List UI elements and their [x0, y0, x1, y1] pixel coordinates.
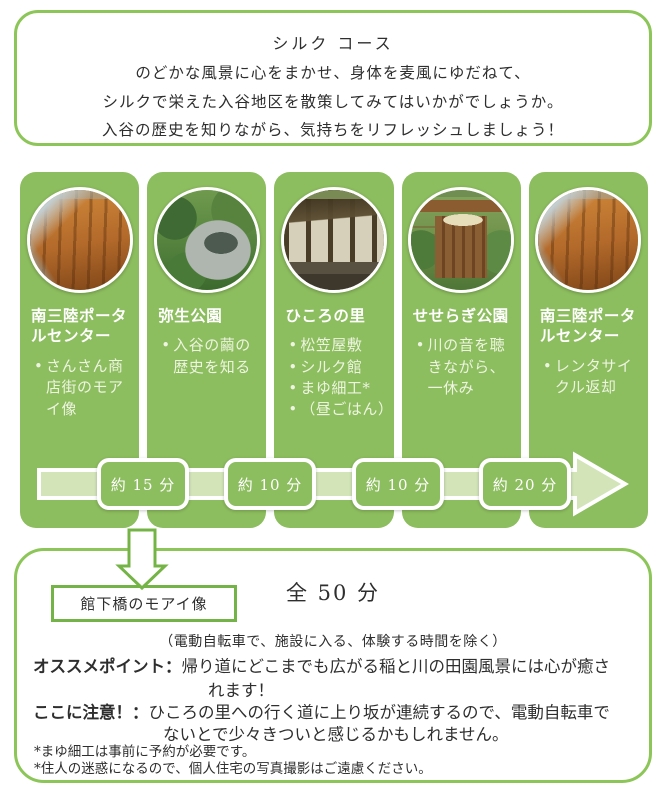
recommend-point-line1: オススメポイント：帰り道にどこまでも広がる稲と川の田園風景には心が癒さ — [33, 653, 610, 677]
stop-photo-frame — [281, 187, 387, 293]
stop-note: 入谷の繭の歴史を知る — [161, 335, 260, 378]
portal-center-photo — [538, 190, 639, 290]
stop-name: ひころの里 — [285, 306, 366, 325]
hikoro-no-sato-photo — [284, 190, 384, 290]
recommend-point-line2: れます！ — [208, 681, 274, 700]
stop-notes: レンタサイクル返却 — [543, 356, 642, 399]
recommend-point-label: オススメポイント： — [33, 657, 182, 676]
seseragi-park-photo — [411, 190, 512, 290]
yayoi-park-photo — [156, 190, 257, 290]
caution-line2: ないとで少々きついと感じるかもしれません。 — [163, 725, 509, 744]
detour-label-box: 館下橋のモアイ像 — [51, 585, 237, 622]
stop-photo-frame — [408, 187, 515, 293]
caution-label: ここに注意！： — [33, 703, 149, 722]
stop-photo-frame — [26, 187, 133, 293]
stop-notes: 松笠屋敷 シルク館 まゆ細工* （昼ごはん） — [288, 335, 393, 421]
summary-box: 全 50 分 （電動自転車で、施設に入る、体験する時間を除く） オススメポイント… — [14, 548, 652, 783]
stop-note: （昼ごはん） — [288, 399, 393, 421]
stop-name: 弥生公園 — [158, 306, 223, 325]
stop-note: 松笠屋敷 — [288, 335, 387, 357]
course-description-line: シルクで栄えた入谷地区を散策してみてはいかがでしょうか。 — [102, 92, 564, 111]
footnote: *住人の迷惑になるので、個人住宅の写真撮影はご遠慮ください。 — [34, 761, 432, 777]
stop-photo-frame — [153, 187, 260, 293]
stop-name: せせらぎ公園 — [412, 306, 509, 325]
stop-photo-frame — [535, 187, 642, 293]
travel-time-badge: 約 20 分 — [479, 458, 571, 510]
stop-notes: さんさん商店街のモアイ像 — [34, 356, 133, 420]
stop-note: シルク館 — [288, 357, 387, 379]
stop-notes: 入谷の繭の歴史を知る — [161, 335, 260, 378]
stop-note: さんさん商店街のモアイ像 — [34, 356, 133, 420]
course-description: のどかな風景に心をまかせ、身体を麦風にゆだねて、 シルクで栄えた入谷地区を散策し… — [17, 59, 649, 145]
stop-notes: 川の音を聴きながら、一休み — [416, 335, 515, 399]
caution-line1: ここに注意！：ひころの里への行く道に上り坂が連続するので、電動自転車で — [33, 699, 610, 723]
stop-name: 南三陸ポータルセンター — [31, 306, 128, 346]
course-description-line: 入谷の歴史を知りながら、気持ちをリフレッシュしましょう！ — [101, 121, 564, 139]
stop-name: 南三陸ポータルセンター — [539, 306, 636, 346]
stop-note: レンタサイクル返却 — [543, 356, 642, 399]
detour-label: 館下橋のモアイ像 — [80, 595, 208, 613]
course-description-line: のどかな風景に心をまかせ、身体を麦風にゆだねて、 — [135, 64, 531, 82]
stop-note: 川の音を聴きながら、一休み — [416, 335, 515, 399]
portal-center-photo — [29, 190, 130, 290]
recommend-point-text: 帰り道にどこまでも広がる稲と川の田園風景には心が癒さ — [181, 657, 611, 676]
time-exclusion-note: （電動自転車で、施設に入る、体験する時間を除く） — [159, 634, 507, 650]
stop-note: まゆ細工* — [288, 378, 387, 400]
travel-time-badge: 約 15 分 — [97, 458, 189, 510]
footnote: *まゆ細工は事前に予約が必要です。 — [34, 744, 256, 760]
caution-text: ひころの里への行く道に上り坂が連続するので、電動自転車で — [148, 703, 610, 722]
total-time: 全 50 分 — [285, 581, 381, 605]
course-title: シルク コース — [272, 34, 394, 53]
course-intro-box: シルク コース のどかな風景に心をまかせ、身体を麦風にゆだねて、 シルクで栄えた… — [14, 10, 652, 146]
travel-time-badge: 約 10 分 — [352, 458, 444, 510]
travel-time-badge: 約 10 分 — [224, 458, 316, 510]
